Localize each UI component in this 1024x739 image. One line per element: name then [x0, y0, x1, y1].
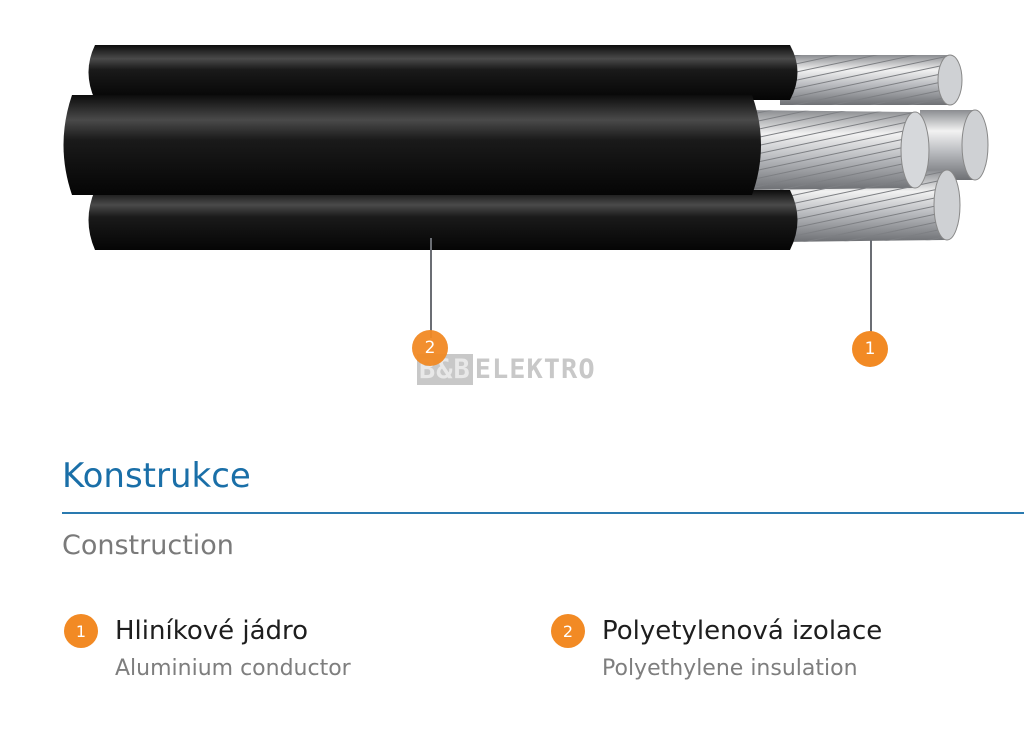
callout-badge-1: 1: [852, 331, 888, 367]
section-divider: [62, 512, 1024, 514]
section-title: Konstrukce: [62, 456, 251, 496]
insulated-core-bottom: [88, 190, 798, 250]
callout-2-leader: [430, 238, 432, 338]
conductor-right: [920, 109, 989, 181]
legend-badge-2: 2: [551, 614, 585, 648]
conductor-middle: [745, 110, 930, 190]
insulated-core-middle: [63, 95, 761, 195]
legend-label-en: Polyethylene insulation: [602, 656, 858, 681]
watermark-text: ELEKTRO: [474, 353, 596, 385]
insulated-core-top: [88, 45, 798, 100]
conductor-top: [780, 54, 963, 106]
legend-item-insulation: 2 Polyetylenová izolace Polyethylene ins…: [551, 614, 882, 681]
legend-label-en: Aluminium conductor: [115, 656, 351, 681]
legend-item-conductor: 1 Hliníkové jádro Aluminium conductor: [64, 614, 351, 681]
cable-illustration: [63, 45, 989, 250]
section-subtitle: Construction: [62, 530, 234, 561]
legend-badge-1: 1: [64, 614, 98, 648]
legend-label-cz: Polyetylenová izolace: [602, 616, 883, 646]
legend-label-cz: Hliníkové jádro: [115, 616, 309, 646]
callout-badge-2: 2: [412, 330, 448, 366]
callout-1-leader: [870, 240, 872, 332]
